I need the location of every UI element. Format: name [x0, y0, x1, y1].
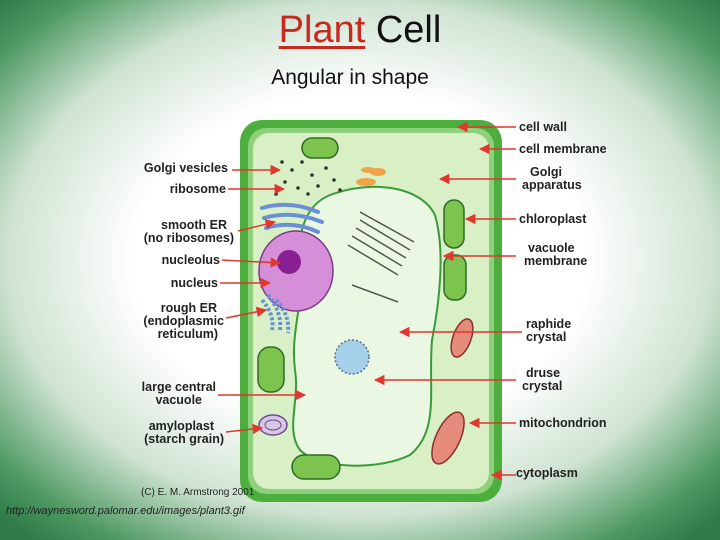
label-amyloplast: amyloplast	[148, 419, 214, 433]
label-apparatus: apparatus	[522, 178, 582, 192]
label-rough-er-note-2: reticulum)	[157, 327, 218, 341]
left-arrows	[218, 164, 307, 435]
label-druse: druse	[526, 366, 561, 380]
label-vacuole: vacuole	[155, 393, 202, 407]
label-chloroplast: chloroplast	[519, 212, 587, 226]
druse-crystal	[334, 339, 370, 375]
label-cell-membrane: cell membrane	[519, 142, 607, 156]
chloroplast-left	[257, 346, 285, 393]
label-vacuole-right: vacuole	[528, 241, 575, 255]
label-mitochondrion: mitochondrion	[519, 416, 607, 430]
chloroplast-bottom	[291, 454, 341, 480]
amyloplast	[258, 414, 288, 436]
mitochondrion	[431, 411, 465, 465]
label-raphide-crystal: crystal	[526, 330, 567, 344]
label-vacuole-membrane: membrane	[524, 254, 588, 268]
ribosomes	[274, 160, 342, 196]
rough-er	[260, 293, 291, 334]
label-druse-crystal: crystal	[522, 379, 563, 393]
label-golgi-vesicles: Golgi vesicles	[143, 161, 228, 175]
title-word-plant: Plant	[278, 9, 366, 51]
label-smooth-er-note: (no ribosomes)	[143, 231, 234, 245]
label-rough-er-note-1: (endoplasmic	[143, 314, 224, 328]
copyright-text: (C) E. M. Armstrong 2001	[141, 487, 255, 498]
label-smooth-er: smooth ER	[161, 218, 227, 232]
label-cytoplasm: cytoplasm	[516, 466, 578, 480]
label-starch-grain: (starch grain)	[144, 432, 224, 446]
chloroplast-top	[301, 137, 339, 159]
golgi-apparatus	[356, 178, 376, 186]
chloroplast-right-2	[443, 254, 467, 301]
label-ribosome: ribosome	[169, 182, 226, 196]
golgi-apparatus-part	[361, 167, 375, 173]
raphide-crystal	[347, 211, 415, 276]
label-large-central: large central	[141, 380, 216, 394]
label-rough-er: rough ER	[160, 301, 217, 315]
amyloplast-inner	[264, 419, 282, 431]
label-nucleolus: nucleolus	[161, 253, 220, 267]
right-arrows	[373, 121, 522, 481]
chloroplast-right	[443, 199, 465, 249]
label-nucleus: nucleus	[170, 276, 218, 290]
mitochondrion-2	[450, 318, 474, 358]
raphide-single	[351, 284, 399, 303]
nucleolus	[277, 250, 301, 274]
title-word-cell: Cell	[375, 9, 442, 51]
page-title: Plant Cell	[0, 6, 720, 54]
label-cell-wall: cell wall	[519, 120, 567, 134]
label-raphide: raphide	[526, 317, 572, 331]
page-subtitle: Angular in shape	[271, 66, 429, 89]
source-url: http://waynesword.palomar.edu/images/pla…	[6, 505, 245, 517]
label-golgi: Golgi	[530, 165, 562, 179]
